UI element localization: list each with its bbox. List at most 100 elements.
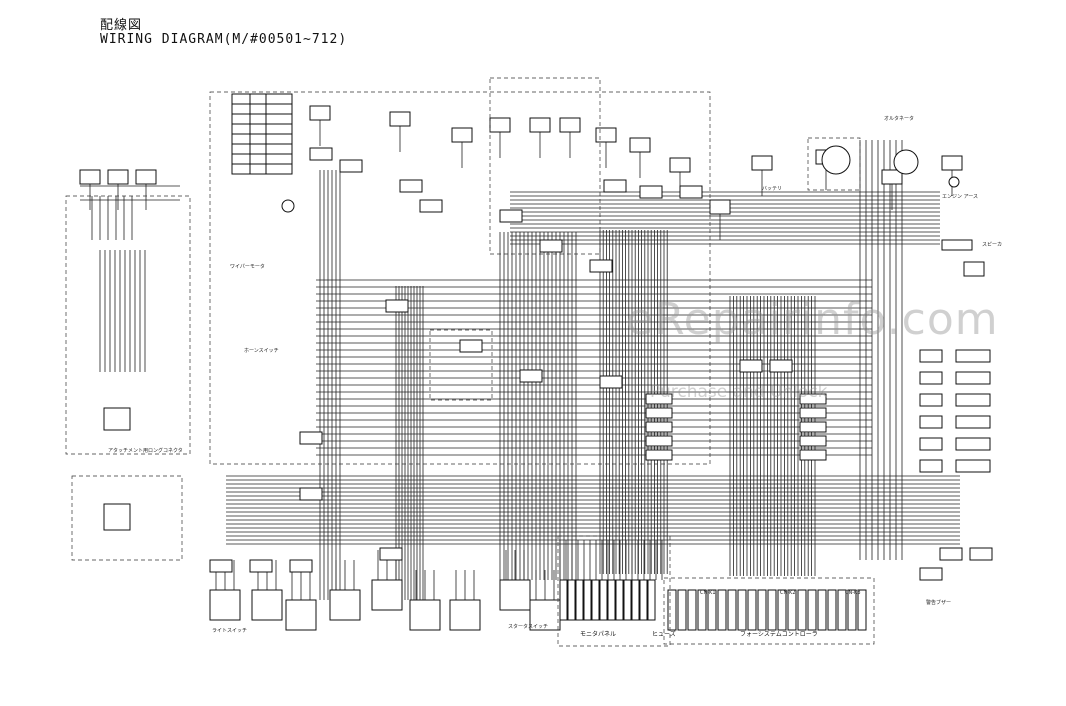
terminal — [857, 589, 867, 631]
connector — [451, 127, 473, 143]
frame-left — [65, 195, 191, 455]
connector — [679, 185, 703, 199]
relay — [799, 421, 827, 433]
connector — [599, 375, 623, 389]
label-engine-earth: エンジン アース — [942, 194, 978, 200]
relay — [799, 435, 827, 447]
frame-main — [209, 91, 711, 465]
solenoid-valve — [919, 415, 943, 429]
terminal — [583, 579, 592, 621]
terminal — [797, 589, 807, 631]
terminal — [787, 589, 797, 631]
solenoid-valve — [955, 415, 991, 429]
connector — [709, 199, 731, 215]
terminal — [697, 589, 707, 631]
connector — [769, 359, 793, 373]
watermark: eRepairinfo.com — [626, 294, 999, 345]
terminal — [575, 579, 584, 621]
connector — [499, 209, 523, 223]
label-controller: フォーシステムコントローラ — [740, 631, 818, 638]
connector — [603, 179, 627, 193]
switch — [529, 599, 561, 631]
frame-monitor — [557, 535, 671, 647]
terminal — [631, 579, 640, 621]
label-monitor: モニタパネル — [580, 630, 616, 638]
label-cn-k2: CN-K2 — [780, 590, 796, 596]
connector — [589, 259, 613, 273]
connector — [941, 155, 963, 171]
switch — [371, 579, 403, 611]
relay — [645, 407, 673, 419]
label-battery: バッテリ — [762, 186, 782, 192]
connector — [739, 359, 763, 373]
label-cn-k1: CN-K1 — [700, 590, 716, 596]
terminal — [667, 589, 677, 631]
switch — [499, 579, 531, 611]
frame-top-conn — [489, 77, 601, 255]
solenoid-valve — [955, 371, 991, 385]
connector — [969, 547, 993, 561]
connector — [385, 299, 409, 313]
attachment-connector — [103, 407, 131, 431]
earth-symbol — [948, 176, 960, 188]
connector — [595, 127, 617, 143]
frame-alternator — [807, 137, 861, 191]
connector — [339, 159, 363, 173]
watermark-sub: Purchase and Unlock — [650, 382, 828, 402]
connector — [459, 339, 483, 353]
label-horn-switch: ホーンスイッチ — [244, 348, 279, 354]
frame-controller — [663, 577, 875, 645]
lamp-symbol — [281, 199, 295, 213]
solenoid-valve — [919, 393, 943, 407]
terminal — [677, 589, 687, 631]
switch — [409, 599, 441, 631]
frame-relay — [429, 329, 493, 401]
solenoid-valve — [919, 437, 943, 451]
connector — [107, 169, 129, 185]
switch — [251, 589, 283, 621]
terminal — [639, 579, 648, 621]
terminal — [737, 589, 747, 631]
connector — [529, 117, 551, 133]
connector — [309, 105, 331, 121]
buzzer — [963, 261, 985, 277]
solenoid-valve — [955, 349, 991, 363]
terminal — [607, 579, 616, 621]
terminal — [717, 589, 727, 631]
connector — [389, 111, 411, 127]
connector — [135, 169, 157, 185]
connector — [919, 567, 943, 581]
terminal — [623, 579, 632, 621]
connector — [629, 137, 651, 153]
label-wiper-motor: ワイパーモータ — [230, 263, 265, 270]
solenoid-valve — [955, 459, 991, 473]
terminal — [847, 589, 857, 631]
connector — [419, 199, 443, 213]
label-alternator: オルタネータ — [884, 115, 914, 122]
switch — [329, 589, 361, 621]
terminal — [807, 589, 817, 631]
connector — [289, 559, 313, 573]
terminal — [837, 589, 847, 631]
solenoid-valve — [919, 459, 943, 473]
label-starter-switch: スタータスイッチ — [508, 623, 548, 630]
terminal — [615, 579, 624, 621]
connector — [881, 169, 903, 185]
attachment-connector — [103, 503, 131, 531]
terminal — [707, 589, 717, 631]
label-speaker: スピーカ — [982, 242, 1002, 248]
connector — [209, 559, 233, 573]
switch — [209, 589, 241, 621]
terminal — [727, 589, 737, 631]
terminal — [777, 589, 787, 631]
terminal — [647, 579, 656, 621]
connector — [639, 185, 663, 199]
terminal — [591, 579, 600, 621]
terminal — [767, 589, 777, 631]
connector — [559, 117, 581, 133]
terminal — [559, 579, 568, 621]
label-cn-k3: CN-K3 — [845, 590, 861, 596]
terminal — [817, 589, 827, 631]
